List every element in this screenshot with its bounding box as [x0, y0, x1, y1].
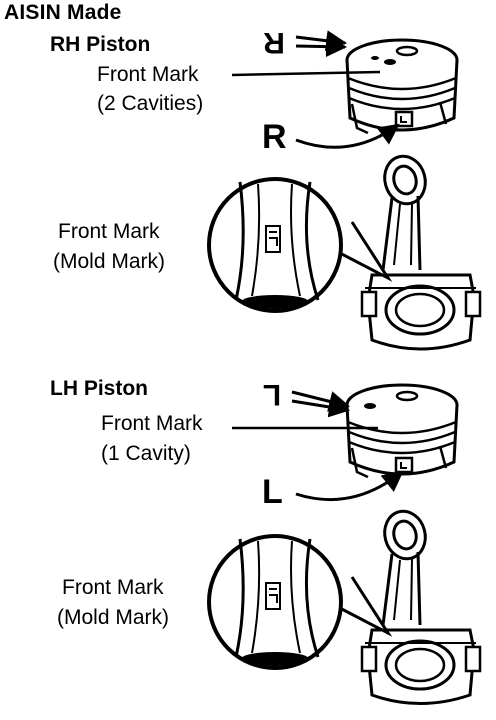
lh-marker-top-glyph: L [263, 378, 281, 411]
rh-piston-heading: RH Piston [50, 33, 151, 56]
lh-piston [345, 383, 459, 479]
lh-marker-bottom-glyph: L [262, 473, 283, 511]
lh-rod-front-mark-label: Front Mark [62, 576, 164, 599]
lh-piston-heading: LH Piston [50, 377, 148, 400]
rh-marker-bottom-glyph: R [262, 118, 287, 156]
rh-cavities-label: (2 Cavities) [97, 92, 204, 115]
rh-front-mark-label: Front Mark [97, 63, 199, 86]
rh-mold-mark-magnifier [207, 177, 393, 313]
lh-marker-bottom: L [262, 470, 404, 511]
lh-cavities-label: (1 Cavity) [101, 442, 191, 465]
rh-marker-bottom: R [262, 118, 400, 156]
rh-marker-top: R [263, 26, 348, 59]
rh-rod-front-mark-label: Front Mark [58, 220, 160, 243]
lh-mold-mark-magnifier [207, 534, 393, 670]
rh-connecting-rod [360, 154, 482, 351]
lh-connecting-rod [360, 509, 482, 705]
rh-rod-mold-mark-label: (Mold Mark) [53, 250, 166, 273]
lh-front-mark-label: Front Mark [101, 412, 203, 435]
rh-marker-top-glyph: R [263, 26, 285, 59]
rh-piston [345, 38, 459, 135]
lh-rod-mold-mark-label: (Mold Mark) [57, 606, 170, 629]
page-title: AISIN Made [4, 1, 122, 24]
rh-front-mark-leader [231, 70, 381, 77]
lh-marker-top: L [263, 378, 351, 418]
